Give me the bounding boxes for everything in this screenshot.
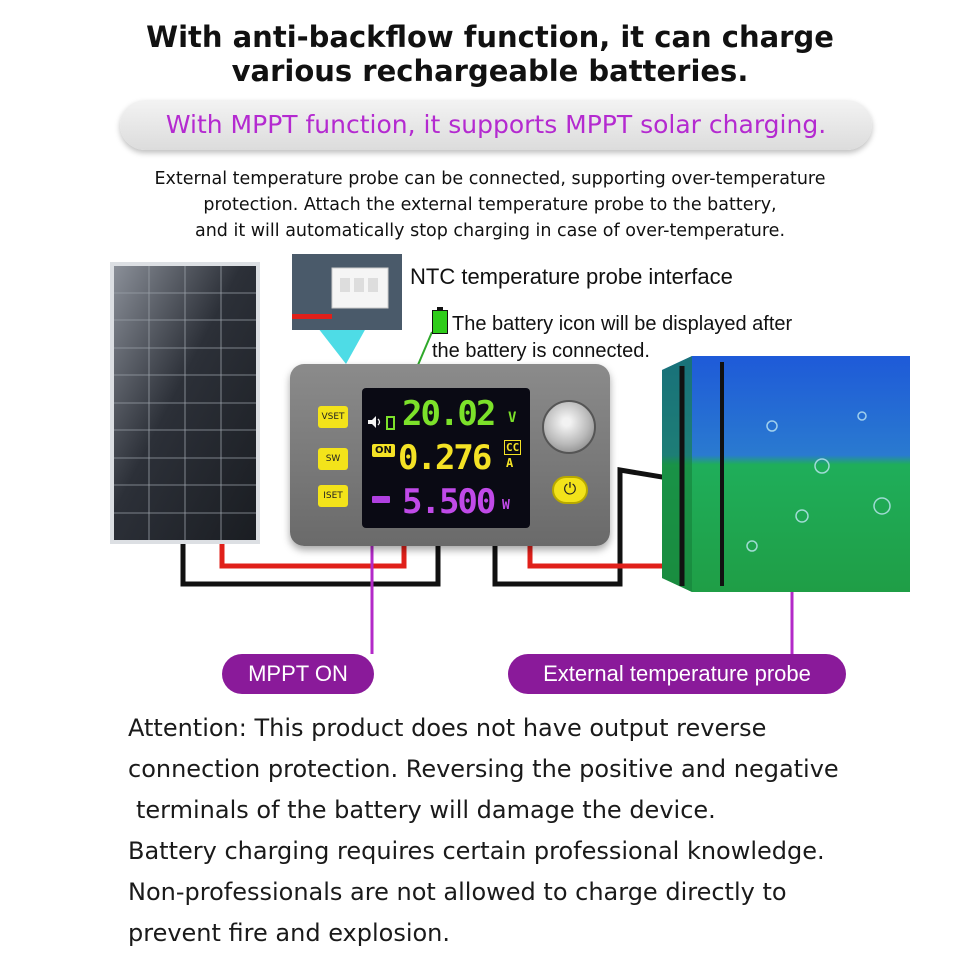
attention-line-4: Battery charging requires certain profes… xyxy=(128,837,825,865)
output-on-badge: ON xyxy=(372,444,395,457)
ntc-interface-label: NTC temperature probe interface xyxy=(410,264,733,289)
battery-icon xyxy=(432,307,448,334)
voltage-readout: 20.02 xyxy=(402,394,496,434)
attention-line-6: prevent fire and explosion. xyxy=(128,919,451,947)
buck-boost-module: VSET SW ISET ON 20.02 V 0.276 CC A 5.500… xyxy=(290,364,610,546)
external-probe-callout: External temperature probe xyxy=(508,654,846,694)
current-unit: A xyxy=(506,456,514,470)
ntc-beam xyxy=(318,328,366,364)
sw-button[interactable]: SW xyxy=(318,448,348,470)
ntc-connector-image xyxy=(292,254,402,330)
attention-line-3: terminals of the battery will damage the… xyxy=(136,796,716,824)
heading-line-2: various rechargeable batteries. xyxy=(231,54,749,88)
power-unit: W xyxy=(502,498,510,513)
probe-description: External temperature probe can be connec… xyxy=(60,166,920,244)
battery-note-line-1: The battery icon will be displayed after xyxy=(452,313,793,335)
vset-button[interactable]: VSET xyxy=(318,406,348,428)
current-readout: 0.276 xyxy=(398,438,492,478)
attention-text: Attention: This product does not have ou… xyxy=(128,708,928,954)
battery-icon-note: The battery icon will be displayed after… xyxy=(432,307,882,365)
iset-button[interactable]: ISET xyxy=(318,485,348,507)
mppt-banner: With MPPT function, it supports MPPT sol… xyxy=(120,100,872,150)
main-heading: With anti-backflow function, it can char… xyxy=(0,20,980,88)
rotary-encoder-knob[interactable] xyxy=(542,400,596,454)
probe-line-1: External temperature probe can be connec… xyxy=(154,169,826,189)
attention-line-1: Attention: This product does not have ou… xyxy=(128,714,767,742)
current-mode-badge: CC xyxy=(504,440,522,455)
battery-note-line-2: the battery is connected. xyxy=(432,340,650,362)
lcd-screen: ON 20.02 V 0.276 CC A 5.500 W xyxy=(362,388,530,528)
mppt-on-callout: MPPT ON xyxy=(222,654,374,694)
mppt-indicator-badge xyxy=(372,496,390,503)
speaker-icon xyxy=(368,416,381,428)
battery-pack-image xyxy=(662,356,910,592)
power-readout: 5.500 xyxy=(402,482,496,522)
power-button[interactable]: ⏻ xyxy=(552,476,588,504)
attention-line-5: Non-professionals are not allowed to cha… xyxy=(128,878,787,906)
solar-wire-black xyxy=(180,540,441,587)
solar-panel-image xyxy=(110,262,260,544)
attention-line-2: connection protection. Reversing the pos… xyxy=(128,755,839,783)
battery-status-icon xyxy=(386,416,395,430)
voltage-unit: V xyxy=(508,410,517,426)
probe-line-3: and it will automatically stop charging … xyxy=(194,221,786,241)
heading-line-1: With anti-backflow function, it can char… xyxy=(146,20,834,54)
probe-line-2: protection. Attach the external temperat… xyxy=(203,195,777,215)
